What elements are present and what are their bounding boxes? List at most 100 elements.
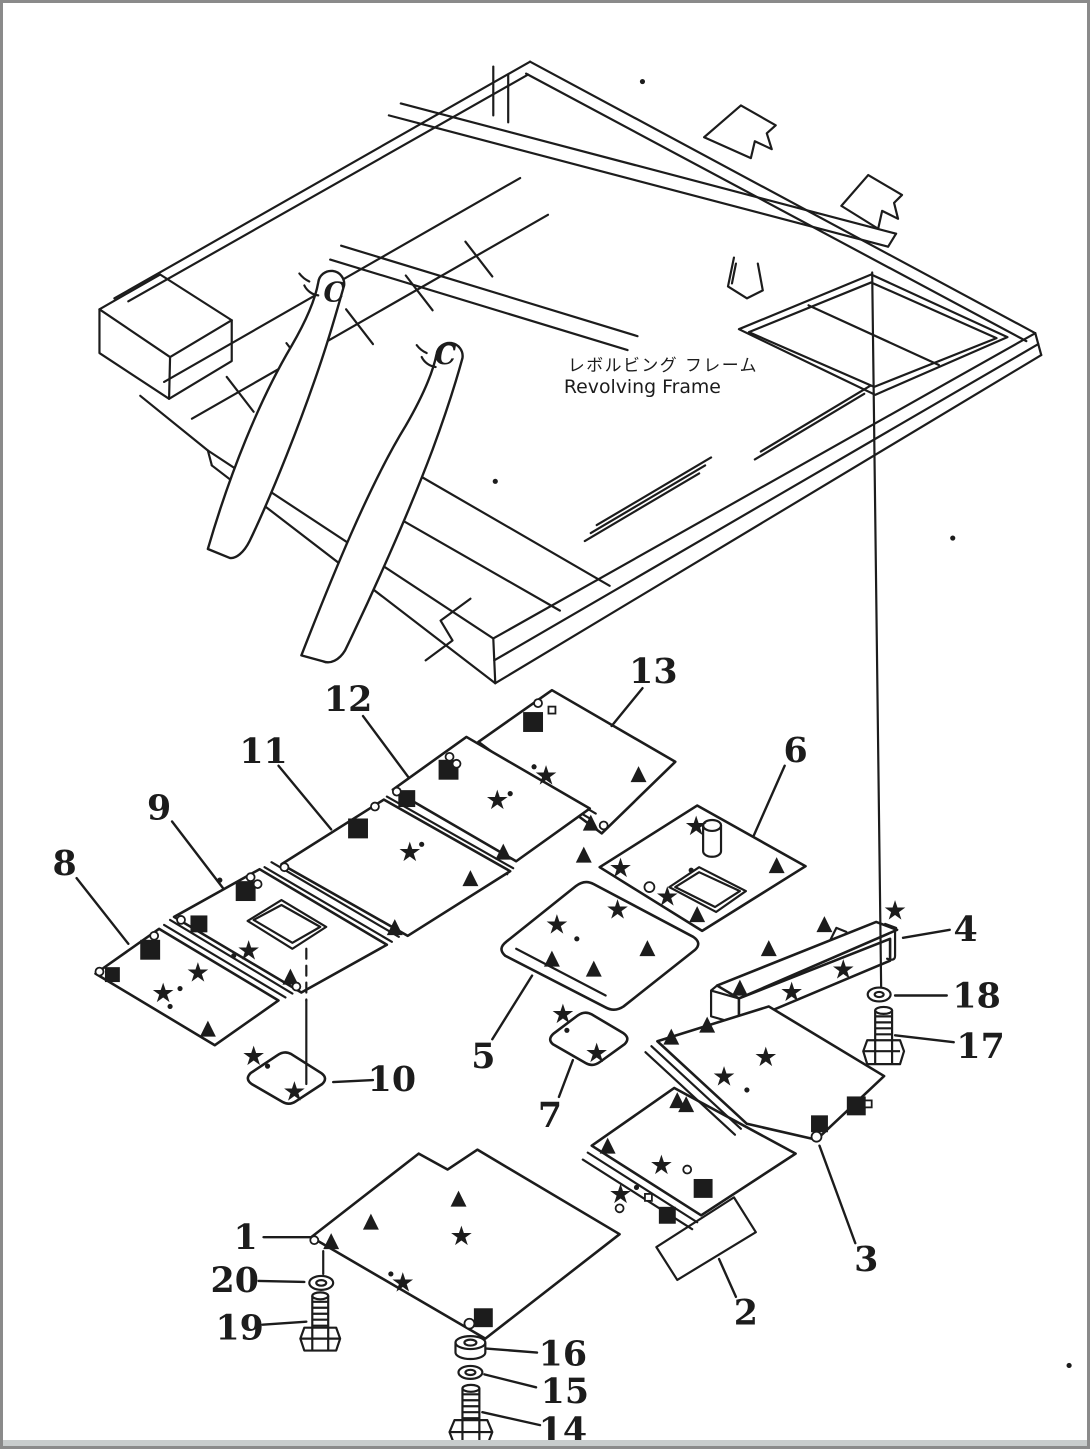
- hatch-band: [644, 1045, 743, 1136]
- washer-18: [866, 986, 892, 1003]
- assembly-markers: ★★▲★▲★▲▲★▲▲★▲▲★★★▲▲★★▲▲▲★★★★★▲▲▲★★▲▲▲★★▲…: [94, 78, 1072, 1369]
- star-marker-icon: ★: [655, 882, 679, 913]
- square-marker-icon: [398, 790, 416, 808]
- hole-marker-icon: [309, 1235, 320, 1246]
- leader-line-16: [485, 1347, 539, 1354]
- frame-rim-edge: [1034, 332, 1043, 357]
- square-marker-icon: [811, 1115, 828, 1133]
- frame-label-c2: C: [435, 340, 457, 371]
- square-marker-icon: [348, 818, 368, 839]
- triangle-marker-icon: ▲: [544, 945, 560, 969]
- bolt-14: [448, 1383, 494, 1446]
- dot-marker-icon: [639, 78, 646, 85]
- dot-marker-icon: [167, 1003, 173, 1010]
- leader-line-7: [557, 1058, 575, 1099]
- bolt-17: [862, 1005, 906, 1066]
- triangle-marker-icon: ▲: [732, 974, 748, 998]
- frame-cross-beam: [887, 232, 898, 248]
- boom-arm-rear-boss: [420, 355, 437, 369]
- frame-ladder-rung: [345, 308, 375, 346]
- frame-eye-bracket: [726, 256, 764, 300]
- square-marker-icon: [846, 1096, 866, 1116]
- washer-15: [457, 1364, 484, 1380]
- part-number-3: 3: [854, 1239, 878, 1280]
- frame-step-box: [98, 308, 172, 400]
- leader-line-4: [901, 928, 951, 940]
- square-marker-icon: [104, 967, 120, 983]
- part-number-5: 5: [471, 1036, 495, 1077]
- revolving-frame-drawing: [98, 60, 1043, 685]
- triangle-marker-icon: ▲: [689, 900, 705, 924]
- frame-floor-rib: [595, 456, 713, 527]
- triangle-marker-icon: ▲: [769, 852, 785, 876]
- part-number-8: 8: [53, 843, 77, 884]
- boom-arm-rear-boss: [415, 344, 428, 355]
- title-japanese: レボルビング フレーム: [568, 355, 758, 375]
- hole-marker-icon: [94, 966, 105, 977]
- dot-marker-icon: [419, 841, 425, 847]
- frame-floor-rib: [753, 392, 866, 461]
- cover-channel-4-notch: [829, 926, 848, 941]
- hole-marker-icon: [463, 1317, 476, 1330]
- construction-lines: [305, 271, 883, 1276]
- star-marker-icon: ★: [649, 1150, 673, 1181]
- hatch-band: [263, 861, 400, 943]
- dot-marker-icon: [264, 1063, 271, 1069]
- leader-line-9: [170, 820, 225, 891]
- part-number-6: 6: [784, 730, 808, 771]
- frame-outline: [127, 73, 530, 303]
- frame-step-box: [98, 273, 233, 359]
- dot-marker-icon: [492, 478, 498, 484]
- triangle-marker-icon: ▲: [495, 838, 511, 862]
- frame-opening: [747, 281, 998, 388]
- cover-plate-7: [548, 1011, 629, 1067]
- star-marker-icon: ★: [585, 1038, 609, 1069]
- hole-marker-icon: [149, 930, 160, 941]
- hole-marker-icon: [810, 1130, 823, 1143]
- frame-channel-end: [840, 173, 904, 230]
- frame-floor-rib: [583, 472, 701, 543]
- part-number-1: 1: [234, 1217, 258, 1258]
- boom-arm-front-boss: [298, 272, 311, 283]
- dot-marker-icon: [531, 764, 537, 770]
- title-english: Revolving Frame: [564, 376, 721, 398]
- part-number-10: 10: [368, 1059, 416, 1100]
- triangle-marker-icon: ▲: [816, 910, 832, 934]
- frame-step-box: [167, 319, 233, 400]
- frame-ladder-rung: [464, 240, 494, 278]
- frame-floor-rib: [759, 384, 872, 453]
- hole-marker-icon: [252, 879, 263, 889]
- boom-arm-front-boss: [303, 284, 320, 297]
- part-number-15: 15: [541, 1371, 589, 1412]
- part-number-9: 9: [147, 787, 171, 828]
- dot-marker-icon: [1066, 1362, 1072, 1369]
- leader-line-11: [277, 764, 333, 831]
- hole-marker-icon: [533, 698, 543, 708]
- triangle-marker-icon: ▲: [630, 760, 646, 784]
- star-marker-icon: ★: [712, 1062, 736, 1093]
- hardware-drawing: [299, 986, 906, 1446]
- frame-floor-rib: [589, 464, 707, 535]
- hole-marker-icon: [176, 915, 186, 925]
- cover-plate-6-boss: [702, 824, 723, 858]
- frame-cross-beam: [387, 114, 890, 248]
- frame-ladder-rung: [225, 375, 255, 413]
- part-number-17: 17: [956, 1026, 1004, 1067]
- leader-line-17: [893, 1034, 955, 1044]
- cover-plate-mid: [590, 1086, 797, 1217]
- open-square-marker-icon: [547, 705, 557, 715]
- triangle-marker-icon: ▲: [462, 865, 478, 889]
- star-marker-icon: ★: [485, 785, 509, 816]
- frame-cross-beam: [340, 244, 639, 338]
- leader-line-3: [818, 1144, 857, 1245]
- frame-channel-end: [703, 104, 777, 160]
- hole-marker-icon: [279, 862, 290, 873]
- star-marker-icon: ★: [684, 811, 708, 842]
- frame-floor-step: [424, 597, 472, 662]
- dot-marker-icon: [564, 1027, 570, 1033]
- part-number-11: 11: [239, 731, 287, 772]
- frame-outline: [525, 72, 1028, 343]
- hole-marker-icon: [291, 981, 302, 992]
- star-marker-icon: ★: [186, 957, 210, 988]
